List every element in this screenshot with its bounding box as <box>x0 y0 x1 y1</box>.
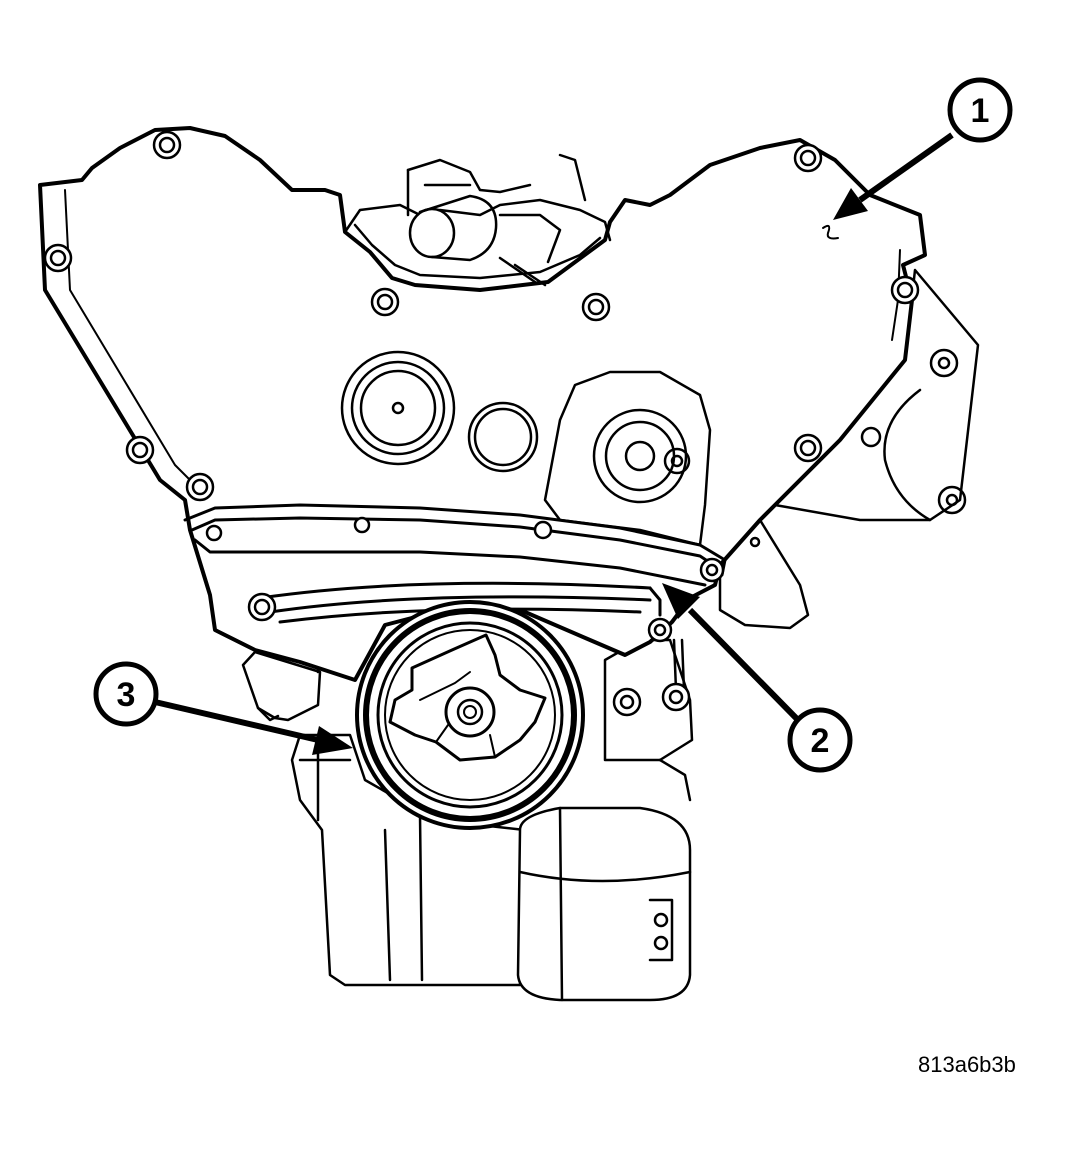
sensor <box>241 643 322 722</box>
callout-circles: 1 2 3 <box>93 77 1013 773</box>
callout-2-label: 2 <box>811 722 830 760</box>
cover-detail-mark <box>822 224 839 240</box>
callout-1: 1 <box>947 77 1013 143</box>
front-cover <box>38 126 927 682</box>
water-outlet <box>343 153 612 287</box>
leader-arrows <box>154 132 954 755</box>
oil-filter <box>516 806 692 1002</box>
callout-3: 3 <box>93 661 159 727</box>
arrow-3 <box>154 699 353 755</box>
callout-1-label: 1 <box>971 92 990 130</box>
figure-id: 813a6b3b <box>918 1052 1016 1077</box>
cam-seal-left <box>340 350 456 466</box>
idler-seal <box>467 401 539 473</box>
crankshaft-damper <box>355 600 585 830</box>
arrow-1 <box>833 132 954 220</box>
callout-3-label: 3 <box>117 676 136 714</box>
callout-2: 2 <box>787 707 853 773</box>
arrow-2 <box>662 583 801 723</box>
cover-inner-edge <box>64 189 191 481</box>
cover-bolts <box>43 130 920 717</box>
cam-seal-right <box>543 370 712 547</box>
